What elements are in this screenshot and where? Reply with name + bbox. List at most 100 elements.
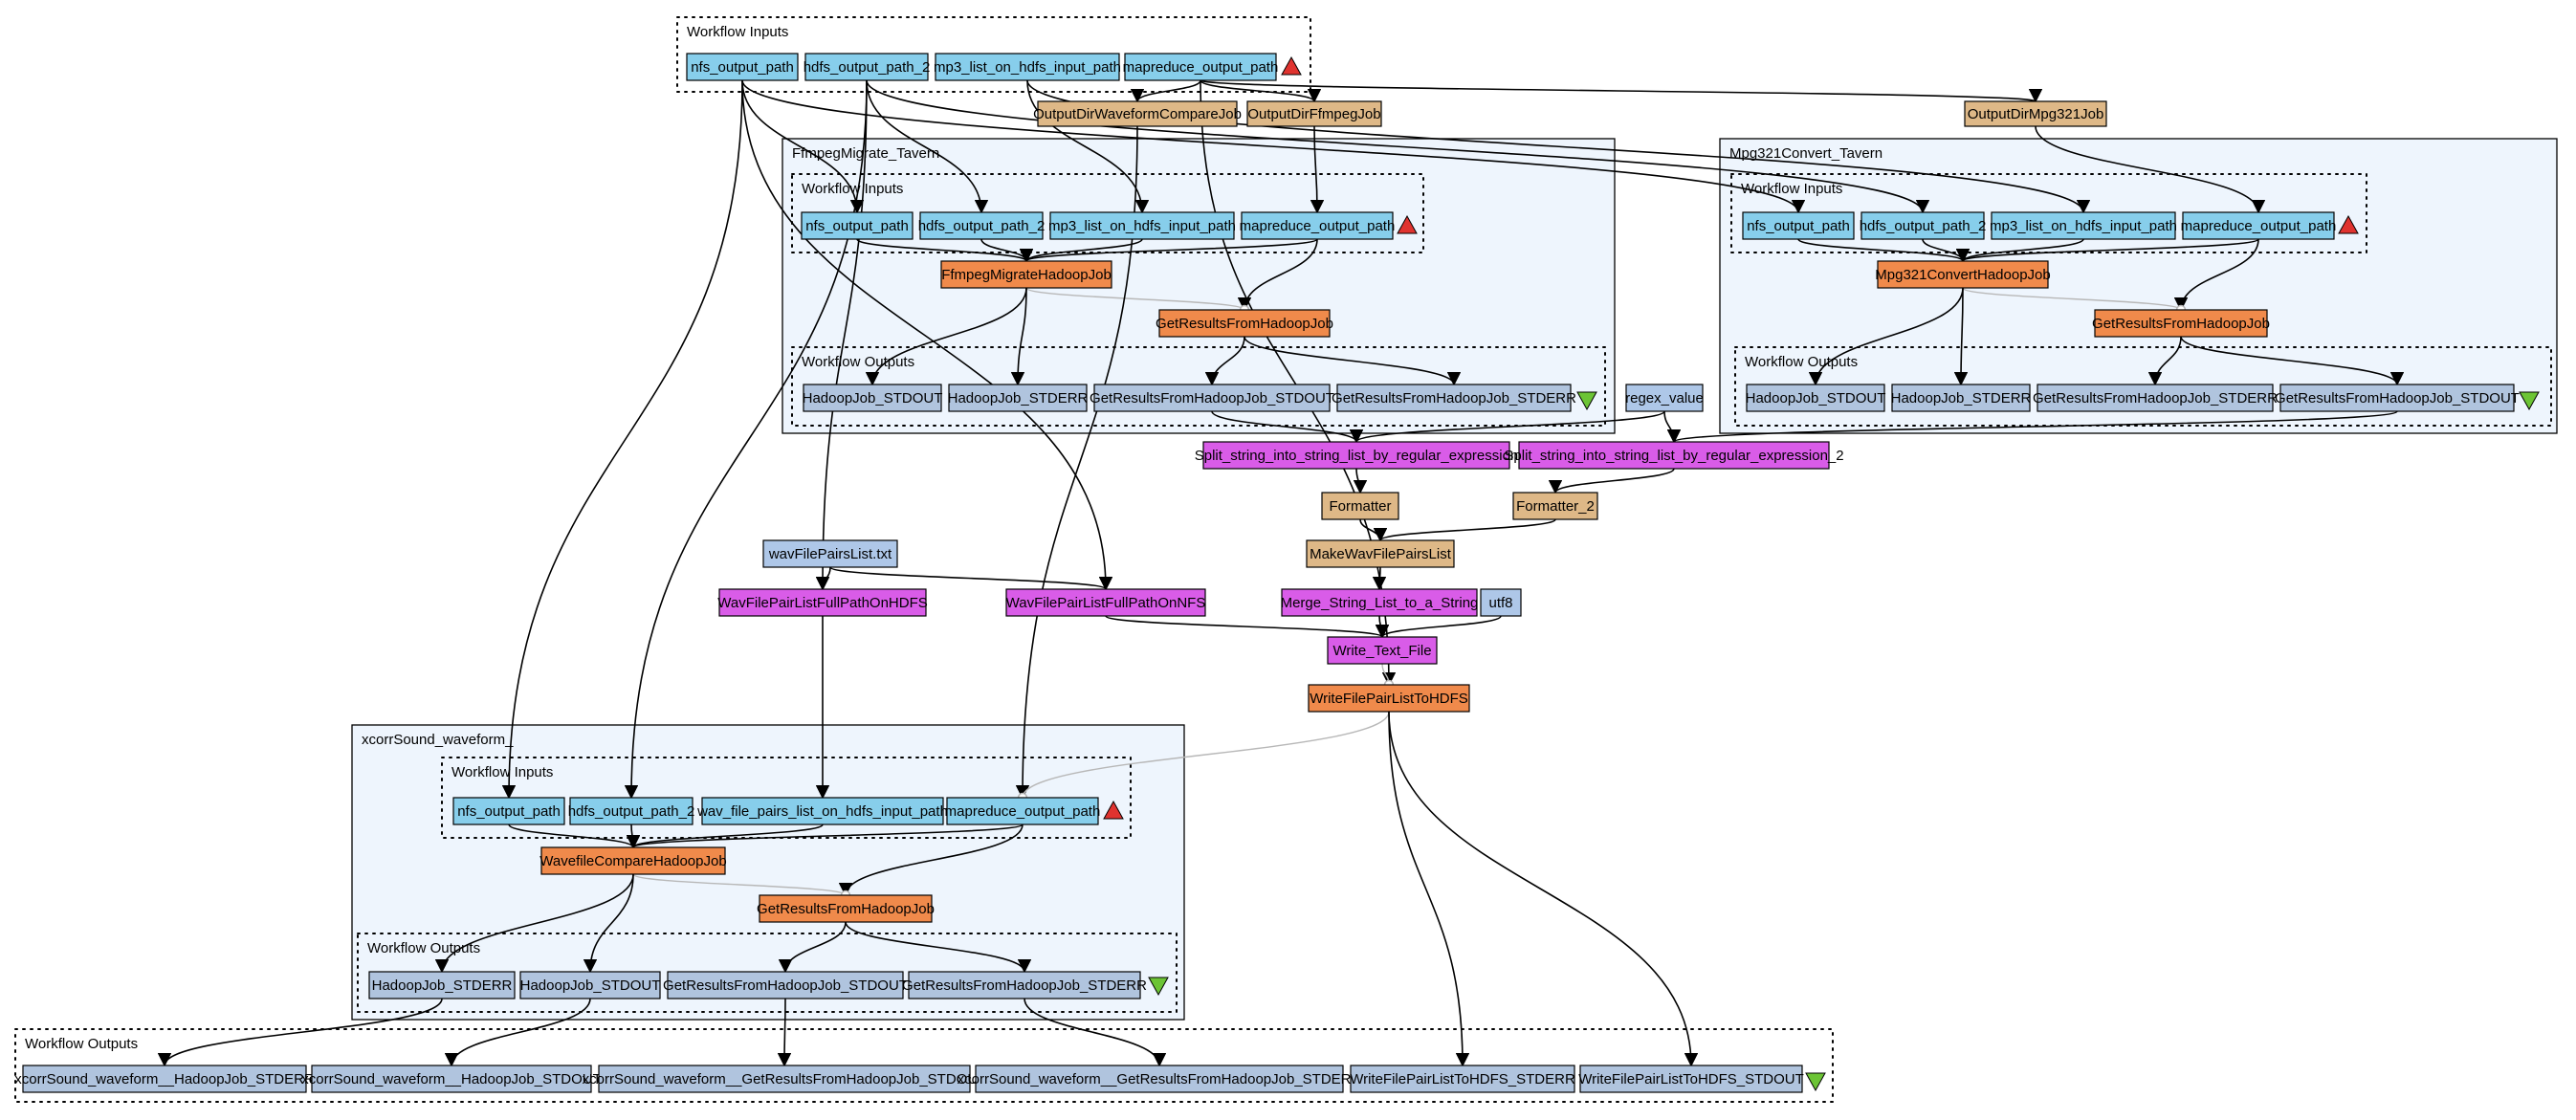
inputs-triangle-icon: [1103, 800, 1124, 820]
data-link: [741, 79, 1113, 591]
data-link: [444, 998, 591, 1067]
node-xc-get[interactable]: GetResultsFromHadoopJob: [757, 894, 935, 923]
node-box: [759, 894, 933, 923]
node-in-nfs[interactable]: nfs_output_path: [686, 53, 799, 81]
node-xc-nfs[interactable]: nfs_output_path: [452, 797, 565, 825]
data-link: [1663, 410, 1682, 444]
node-write-text[interactable]: Write_Text_File: [1327, 636, 1438, 665]
data-link: [2147, 336, 2182, 386]
node-in-mp3[interactable]: mp3_list_on_hdfs_input_path: [934, 53, 1121, 81]
node-box: [1518, 441, 1830, 470]
node-formatter[interactable]: Formatter: [1321, 492, 1399, 520]
node-outdir-wave[interactable]: OutputDirWaveformCompareJob: [1033, 100, 1242, 127]
node-mp-get[interactable]: GetResultsFromHadoopJob: [2092, 309, 2270, 338]
node-regex-value[interactable]: regex_value: [1625, 384, 1704, 412]
node-mp-nfs[interactable]: nfs_output_path: [1742, 211, 1855, 240]
node-label: mp3_list_on_hdfs_input_path: [1048, 218, 1236, 234]
node-outdir-mpg[interactable]: OutputDirMpg321Job: [1964, 100, 2107, 127]
group-label: Workflow Outputs: [367, 940, 480, 956]
node-box: [1512, 492, 1598, 520]
group-frame: [14, 1028, 1834, 1103]
node-label: HadoopJob_STDOUT: [520, 977, 661, 994]
node-mp-mr[interactable]: mapreduce_output_path: [2181, 211, 2337, 240]
node-xc-out-stderr[interactable]: HadoopJob_STDERR: [368, 971, 516, 999]
node-xc-hdfs2[interactable]: hdfs_output_path_2: [568, 797, 695, 825]
node-box: [686, 53, 799, 81]
node-ff-out-gstderr[interactable]: GetResultsFromHadoopJob_STDERR: [1332, 384, 1576, 412]
control-link: [1962, 287, 2187, 316]
node-mp-hdfs2[interactable]: hdfs_output_path_2: [1860, 211, 1987, 240]
node-label: HadoopJob_STDERR: [1891, 390, 2032, 406]
node-label: GetResultsFromHadoopJob: [1156, 316, 1333, 332]
data-link: [1015, 125, 1138, 800]
group-label: Workflow Outputs: [802, 354, 914, 370]
node-ff-job[interactable]: FfmpegMigrateHadoopJob: [940, 260, 1112, 289]
data-link: [1353, 468, 1368, 494]
node-label: Formatter_2: [1516, 498, 1595, 515]
node-wo-2[interactable]: xcorrSound_waveform__HadoopJob_STDOUT: [301, 1065, 602, 1093]
node-split2[interactable]: Split_string_into_string_list_by_regular…: [1504, 441, 1844, 470]
node-box: [804, 53, 929, 81]
node-wo-6[interactable]: WriteFilePairListToHDFS_STDOUT: [1578, 1065, 1804, 1093]
data-link: [1374, 518, 1556, 542]
node-mp-out-stderr[interactable]: HadoopJob_STDERR: [1891, 384, 2032, 412]
node-xc-wav[interactable]: wav_file_pairs_list_on_hdfs_input_path: [696, 797, 948, 825]
node-formatter2[interactable]: Formatter_2: [1512, 492, 1598, 520]
data-link: [866, 79, 1929, 214]
node-label: GetResultsFromHadoopJob_STDERR: [2033, 390, 2278, 406]
group-frame: [676, 16, 1311, 93]
node-box: [762, 539, 898, 568]
node-box: [1321, 492, 1399, 520]
node-box: [667, 971, 904, 999]
node-box: [2182, 211, 2335, 240]
node-ff-get[interactable]: GetResultsFromHadoopJob: [1156, 309, 1333, 338]
node-box: [1093, 384, 1331, 412]
node-box: [519, 971, 661, 999]
node-ff-hdfs2[interactable]: hdfs_output_path_2: [918, 211, 1046, 240]
node-xc-out-stdout[interactable]: HadoopJob_STDOUT: [519, 971, 661, 999]
node-makewav[interactable]: MakeWavFilePairsList: [1306, 539, 1455, 568]
inputs-triangle-icon: [2338, 214, 2359, 234]
node-box: [908, 971, 1141, 999]
node-xc-job[interactable]: WavefileCompareHadoopJob: [539, 846, 727, 875]
node-xc-mr[interactable]: mapreduce_output_path: [945, 797, 1101, 825]
node-mp-mp3[interactable]: mp3_list_on_hdfs_input_path: [1990, 211, 2177, 240]
group-bottom_outputs: Workflow Outputs: [14, 1028, 1834, 1103]
node-ff-mp3[interactable]: mp3_list_on_hdfs_input_path: [1048, 211, 1236, 240]
node-outdir-ffmpeg[interactable]: OutputDirFfmpegJob: [1246, 100, 1382, 127]
node-wo-1[interactable]: xcorrSound_waveform__HadoopJob_STDERR: [14, 1065, 315, 1093]
node-in-mr[interactable]: mapreduce_output_path: [1123, 53, 1279, 81]
node-wo-3[interactable]: xcorrSound_waveform__GetResultsFromHadoo…: [583, 1065, 987, 1093]
node-mp-job[interactable]: Mpg321ConvertHadoopJob: [1875, 260, 2051, 289]
node-wavtxt[interactable]: wavFilePairsList.txt: [762, 539, 898, 568]
node-merge[interactable]: Merge_String_List_to_a_String: [1281, 588, 1479, 617]
node-in-hdfs2[interactable]: hdfs_output_path_2: [804, 53, 931, 81]
node-split1[interactable]: Split_string_into_string_list_by_regular…: [1195, 441, 1519, 470]
node-utf8[interactable]: utf8: [1480, 588, 1522, 617]
node-mp-out-stdout[interactable]: HadoopJob_STDOUT: [1746, 384, 1886, 412]
node-label: mapreduce_output_path: [1240, 218, 1396, 234]
node-xc-out-gstderr[interactable]: GetResultsFromHadoopJob_STDERR: [902, 971, 1147, 999]
data-link: [1375, 615, 1502, 639]
node-label: WavFilePairListFullPathOnNFS: [1006, 595, 1206, 611]
data-link: [1024, 998, 1167, 1067]
node-xc-out-gstdout[interactable]: GetResultsFromHadoopJob_STDOUT: [663, 971, 908, 999]
node-write-hdfs[interactable]: WriteFilePairListToHDFS: [1308, 684, 1470, 713]
node-ff-mr[interactable]: mapreduce_output_path: [1240, 211, 1396, 240]
node-wav-nfs[interactable]: WavFilePairListFullPathOnNFS: [1005, 588, 1206, 617]
node-wav-hdfs[interactable]: WavFilePairListFullPathOnHDFS: [717, 588, 928, 617]
node-ff-out-stdout[interactable]: HadoopJob_STDOUT: [803, 384, 943, 412]
data-link: [815, 79, 868, 591]
node-ff-out-gstdout[interactable]: GetResultsFromHadoopJob_STDOUT: [1090, 384, 1334, 412]
node-ff-nfs[interactable]: nfs_output_path: [801, 211, 914, 240]
node-wo-5[interactable]: WriteFilePairListToHDFS_STDERR: [1350, 1065, 1575, 1093]
node-mp-out-gstdout[interactable]: GetResultsFromHadoopJob_STDOUT: [2275, 384, 2520, 412]
node-wo-4[interactable]: xcorrSound_waveform__GetResultsFromHadoo…: [958, 1065, 1362, 1093]
data-link: [2173, 238, 2259, 312]
node-mp-out-gstderr[interactable]: GetResultsFromHadoopJob_STDERR: [2033, 384, 2278, 412]
inputs-triangle-icon: [1281, 55, 1302, 76]
group-frame: [791, 346, 1606, 427]
node-ff-out-stderr[interactable]: HadoopJob_STDERR: [948, 384, 1089, 412]
node-label: WavFilePairListFullPathOnHDFS: [717, 595, 928, 611]
data-link: [1350, 410, 1665, 444]
